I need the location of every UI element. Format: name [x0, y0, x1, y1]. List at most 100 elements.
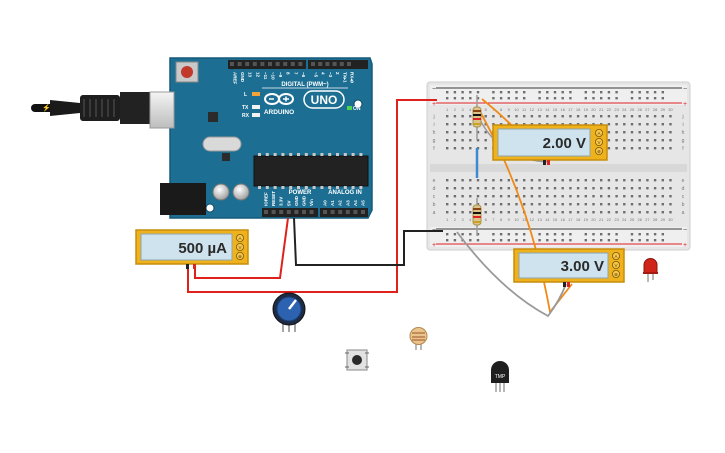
digital-pin-socket[interactable]	[339, 62, 344, 66]
terminal-hole[interactable]	[553, 203, 557, 206]
terminal-hole[interactable]	[446, 211, 449, 214]
rail-hole[interactable]	[630, 239, 634, 242]
terminal-hole[interactable]	[507, 115, 510, 118]
terminal-hole[interactable]	[669, 195, 672, 198]
terminal-hole[interactable]	[669, 123, 672, 126]
terminal-hole[interactable]	[638, 211, 641, 214]
terminal-hole[interactable]	[592, 187, 595, 190]
terminal-hole[interactable]	[615, 203, 618, 206]
terminal-hole[interactable]	[499, 179, 503, 182]
terminal-hole[interactable]	[461, 115, 464, 118]
rail-hole[interactable]	[499, 239, 503, 242]
terminal-hole[interactable]	[553, 211, 557, 214]
terminal-hole[interactable]	[592, 211, 595, 214]
rail-hole[interactable]	[607, 91, 611, 94]
terminal-hole[interactable]	[453, 131, 457, 134]
terminal-hole[interactable]	[638, 187, 641, 190]
terminal-hole[interactable]	[638, 131, 641, 134]
terminal-hole[interactable]	[499, 203, 503, 206]
terminal-hole[interactable]	[623, 203, 626, 206]
terminal-hole[interactable]	[561, 187, 564, 190]
rail-hole[interactable]	[546, 97, 549, 100]
terminal-hole[interactable]	[646, 123, 649, 126]
terminal-hole[interactable]	[515, 195, 518, 198]
rail-hole[interactable]	[653, 239, 657, 242]
terminal-hole[interactable]	[530, 211, 534, 214]
terminal-hole[interactable]	[507, 187, 510, 190]
terminal-hole[interactable]	[569, 211, 572, 214]
terminal-hole[interactable]	[492, 211, 495, 214]
rail-hole[interactable]	[638, 233, 641, 236]
terminal-hole[interactable]	[453, 203, 457, 206]
rail-hole[interactable]	[615, 91, 618, 94]
digital-pin-socket[interactable]	[260, 62, 265, 66]
rail-hole[interactable]	[446, 91, 449, 94]
terminal-hole[interactable]	[630, 123, 634, 126]
terminal-hole[interactable]	[646, 115, 649, 118]
terminal-hole[interactable]	[653, 131, 657, 134]
reset-button-cap[interactable]	[181, 66, 193, 78]
digital-pin-socket[interactable]	[290, 62, 295, 66]
terminal-hole[interactable]	[653, 187, 657, 190]
terminal-hole[interactable]	[646, 211, 649, 214]
terminal-hole[interactable]	[515, 179, 518, 182]
digital-pin-socket[interactable]	[325, 62, 330, 66]
terminal-hole[interactable]	[600, 203, 603, 206]
rail-hole[interactable]	[499, 233, 503, 236]
rail-hole[interactable]	[476, 91, 480, 94]
terminal-hole[interactable]	[453, 139, 457, 142]
port-com-icon[interactable]	[612, 269, 621, 278]
rail-hole[interactable]	[584, 233, 587, 236]
terminal-hole[interactable]	[461, 211, 464, 214]
terminal-hole[interactable]	[461, 179, 464, 182]
rail-hole[interactable]	[592, 233, 595, 236]
terminal-hole[interactable]	[615, 179, 618, 182]
terminal-hole[interactable]	[553, 123, 557, 126]
rail-hole[interactable]	[607, 97, 611, 100]
terminal-hole[interactable]	[515, 211, 518, 214]
terminal-hole[interactable]	[653, 123, 657, 126]
terminal-hole[interactable]	[630, 195, 634, 198]
multimeter-voltmeter-2[interactable]: 3.00 V AV⊕	[513, 248, 625, 283]
terminal-hole[interactable]	[661, 211, 664, 214]
rail-hole[interactable]	[661, 97, 664, 100]
terminal-hole[interactable]	[446, 195, 449, 198]
terminal-hole[interactable]	[569, 179, 572, 182]
terminal-hole[interactable]	[653, 211, 657, 214]
power-pin-socket[interactable]	[302, 210, 306, 214]
digital-pin-socket[interactable]	[311, 62, 315, 66]
terminal-hole[interactable]	[446, 187, 449, 190]
terminal-hole[interactable]	[492, 179, 495, 182]
terminal-hole[interactable]	[653, 203, 657, 206]
rail-hole[interactable]	[607, 233, 611, 236]
rail-hole[interactable]	[453, 233, 457, 236]
rail-hole[interactable]	[561, 91, 564, 94]
terminal-hole[interactable]	[507, 123, 510, 126]
terminal-hole[interactable]	[453, 211, 457, 214]
terminal-hole[interactable]	[446, 139, 449, 142]
terminal-hole[interactable]	[553, 195, 557, 198]
photoresistor[interactable]	[409, 327, 428, 351]
port-v-icon[interactable]	[235, 242, 244, 251]
rail-hole[interactable]	[499, 91, 503, 94]
analog-pin-socket[interactable]	[361, 210, 365, 214]
terminal-hole[interactable]	[507, 195, 510, 198]
rail-hole[interactable]	[538, 239, 541, 242]
wire-gray-meter2[interactable]	[456, 231, 567, 318]
terminal-hole[interactable]	[523, 115, 526, 118]
rail-hole[interactable]	[461, 91, 464, 94]
terminal-hole[interactable]	[523, 187, 526, 190]
rail-hole[interactable]	[469, 97, 472, 100]
terminal-hole[interactable]	[576, 115, 580, 118]
terminal-hole[interactable]	[469, 179, 472, 182]
rail-hole[interactable]	[523, 239, 526, 242]
terminal-hole[interactable]	[530, 187, 534, 190]
rail-hole[interactable]	[646, 91, 649, 94]
terminal-hole[interactable]	[492, 203, 495, 206]
rail-hole[interactable]	[615, 97, 618, 100]
rail-hole[interactable]	[546, 91, 549, 94]
terminal-hole[interactable]	[600, 187, 603, 190]
rail-hole[interactable]	[515, 239, 518, 242]
terminal-hole[interactable]	[569, 203, 572, 206]
